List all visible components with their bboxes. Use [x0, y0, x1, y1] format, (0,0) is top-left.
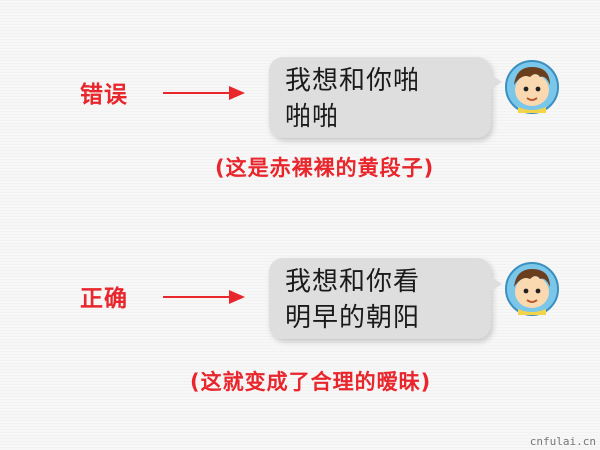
cartoon-boy-avatar-icon: [505, 262, 559, 316]
label-wrong: 错误: [80, 82, 128, 108]
bubble-line: 我想和你啪: [285, 66, 421, 96]
label-correct: 正确: [80, 286, 128, 312]
bubble-line: 明早的朝阳: [285, 303, 421, 333]
avatar: [505, 262, 559, 316]
bubble-line: 我想和你看: [285, 267, 421, 297]
cartoon-boy-avatar-icon: [505, 60, 559, 114]
watermark: cnfulai.cn: [529, 435, 596, 448]
arrow-right-icon: [163, 86, 245, 100]
bubble-line: 啪啪: [285, 102, 340, 132]
caption-wrong: (这是赤裸裸的黄段子): [215, 156, 435, 180]
bubble-tail: [490, 74, 502, 90]
arrow-right-icon: [163, 290, 245, 304]
chat-bubble-wrong: 我想和你啪 啪啪: [269, 57, 491, 138]
caption-correct: (这就变成了合理的暧昧): [190, 370, 432, 394]
avatar: [505, 60, 559, 114]
bubble-tail: [490, 276, 502, 292]
chat-bubble-correct: 我想和你看 明早的朝阳: [269, 258, 491, 339]
